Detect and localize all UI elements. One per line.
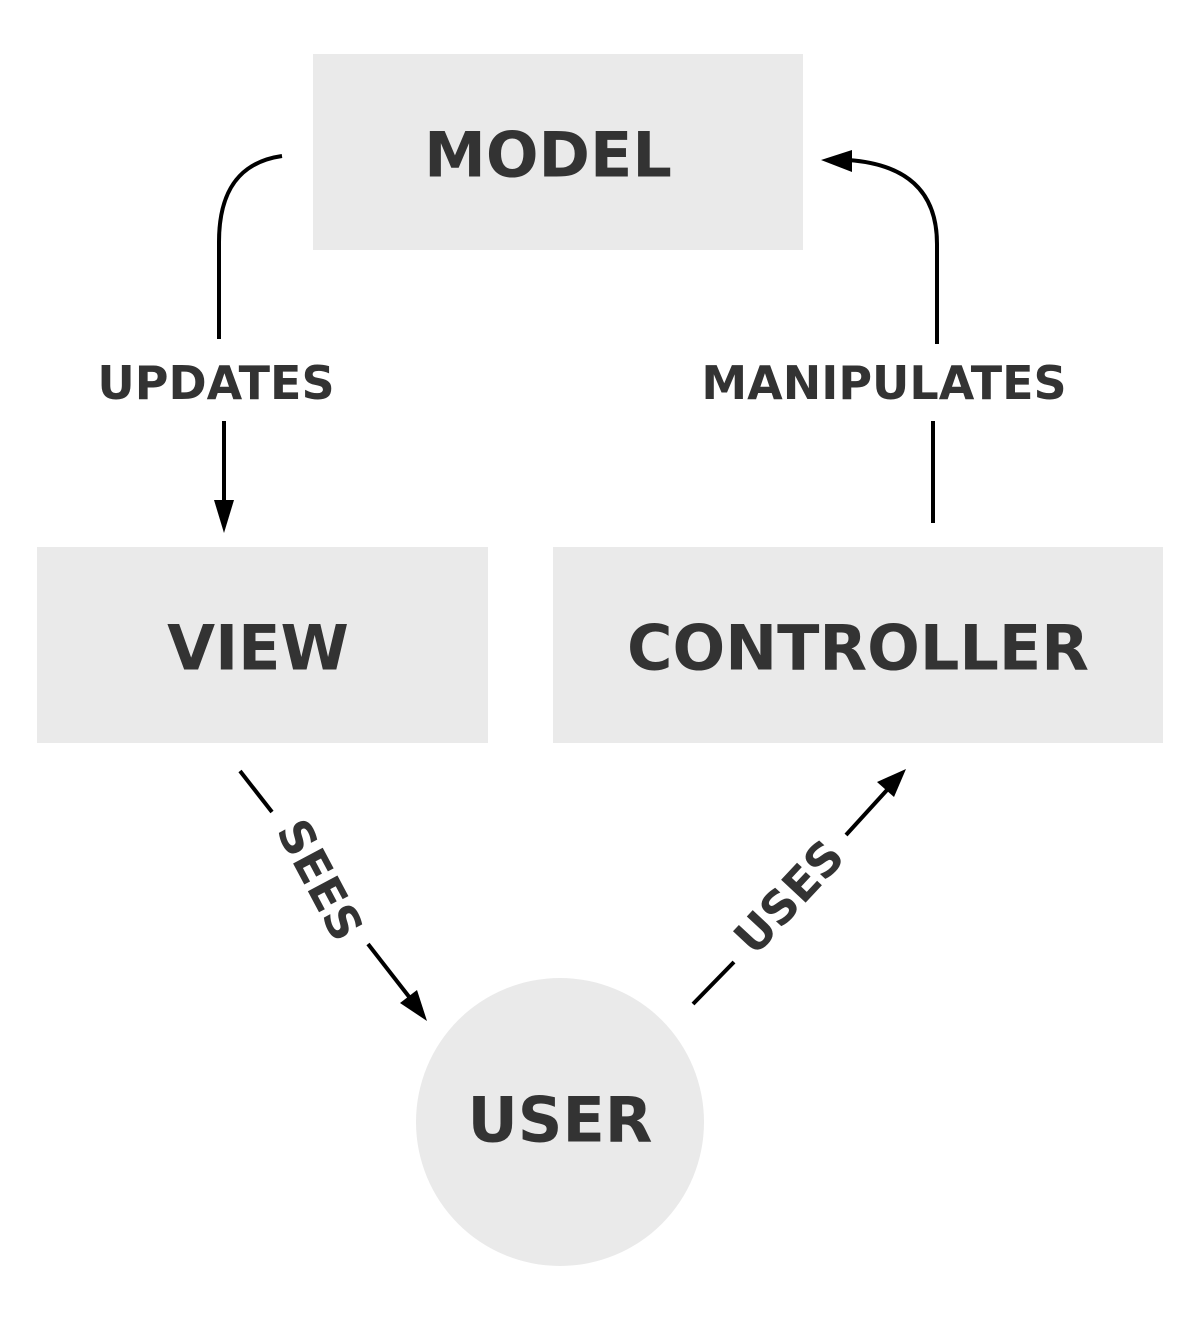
updates-label: UPDATES (97, 356, 334, 410)
view-node: VIEW (37, 547, 488, 743)
uses-label: USES (723, 829, 855, 965)
user-circle (416, 978, 704, 1266)
updates-arrowhead (214, 500, 234, 533)
view-box (37, 547, 488, 743)
sees-arrowhead (400, 990, 427, 1021)
manipulates-label: MANIPULATES (701, 356, 1066, 410)
model-label: MODEL (424, 119, 672, 192)
updates-line-top (217, 154, 283, 339)
sees-line-bottom (366, 942, 412, 1000)
controller-box (553, 547, 1163, 743)
model-box (313, 54, 803, 250)
user-node: USER (416, 978, 704, 1266)
user-label: USER (467, 1084, 652, 1157)
manipulates-edge: MANIPULATES (701, 150, 1067, 523)
sees-edge: SEES (238, 769, 427, 1021)
uses-line-bottom (691, 960, 736, 1006)
uses-line-top (844, 788, 889, 837)
view-label: VIEW (167, 612, 349, 685)
sees-line-top (238, 769, 274, 814)
updates-edge: UPDATES (97, 154, 335, 533)
uses-edge: USES (691, 769, 906, 1006)
controller-node: CONTROLLER (553, 547, 1163, 743)
controller-label: CONTROLLER (627, 612, 1089, 685)
uses-arrowhead (877, 769, 906, 797)
manipulates-arrowhead (821, 150, 852, 172)
sees-label: SEES (266, 810, 374, 949)
model-node: MODEL (313, 54, 803, 250)
manipulates-line-top (847, 158, 939, 344)
